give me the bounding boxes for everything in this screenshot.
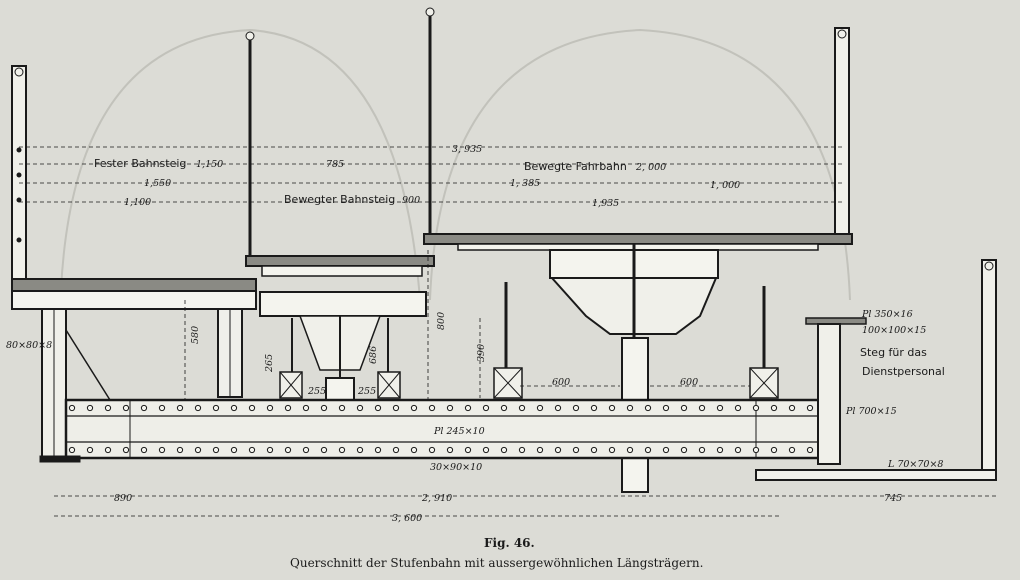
dim-390: 390 bbox=[476, 344, 487, 362]
dim-600-right: 600 bbox=[680, 377, 698, 388]
moving-roadway bbox=[423, 7, 853, 493]
dim-1000: 1, 000 bbox=[710, 180, 740, 191]
dim-900: 900 bbox=[402, 195, 420, 206]
dim-1550: 1,550 bbox=[144, 178, 171, 189]
label-fester-bahnsteig: Fester Bahnsteig bbox=[94, 157, 186, 170]
figure-number: Fig. 46. bbox=[484, 536, 535, 550]
dim-600-left: 600 bbox=[552, 377, 570, 388]
dim-255-right: 255 bbox=[357, 386, 376, 397]
dim-1935: 1,935 bbox=[592, 198, 619, 209]
dim-2000: 2, 000 bbox=[635, 162, 666, 173]
label-bewegte-fahrbahn: Bewegte Fahrbahn bbox=[524, 160, 627, 173]
dimension-lines bbox=[19, 146, 996, 517]
label-steg-line2: Dienstpersonal bbox=[862, 365, 945, 378]
figure-caption: Querschnitt der Stufenbahn mit aussergew… bbox=[290, 556, 703, 570]
profile-30-90: 30×90×10 bbox=[430, 462, 482, 473]
dim-3935: 3, 935 bbox=[452, 144, 482, 155]
dim-890: 890 bbox=[114, 493, 132, 504]
service-walkway bbox=[755, 259, 997, 481]
rivet-rows bbox=[68, 404, 814, 454]
label-steg-line1: Steg für das bbox=[860, 346, 927, 359]
dim-1150: 1,150 bbox=[196, 159, 223, 170]
main-girder bbox=[39, 398, 822, 463]
profile-pl-350: Pl 350×16 bbox=[861, 309, 913, 320]
dim-800: 800 bbox=[436, 312, 447, 330]
dim-745: 745 bbox=[884, 493, 902, 504]
label-bewegter-bahnsteig: Bewegter Bahnsteig bbox=[284, 193, 395, 206]
profile-80: 80×80×8 bbox=[6, 340, 52, 351]
profile-pl-700: Pl 700×15 bbox=[845, 406, 897, 417]
background-arches bbox=[59, 28, 851, 331]
fixed-platform bbox=[11, 65, 257, 460]
moving-platform bbox=[245, 31, 435, 459]
dim-255-left: 255 bbox=[307, 386, 326, 397]
profile-pl-245: Pl 245×10 bbox=[433, 426, 485, 437]
dim-580: 580 bbox=[190, 326, 201, 344]
dim-265: 265 bbox=[264, 354, 275, 373]
dim-785: 785 bbox=[326, 159, 344, 170]
dim-686: 686 bbox=[368, 346, 379, 364]
dim-1385: 1, 385 bbox=[510, 178, 540, 189]
profile-100: 100×100×15 bbox=[862, 325, 926, 336]
dim-2910: 2, 910 bbox=[421, 493, 452, 504]
profile-l-70: L 70×70×8 bbox=[887, 459, 943, 470]
dim-1100: 1,100 bbox=[124, 197, 151, 208]
dim-3600: 3, 600 bbox=[392, 513, 422, 524]
